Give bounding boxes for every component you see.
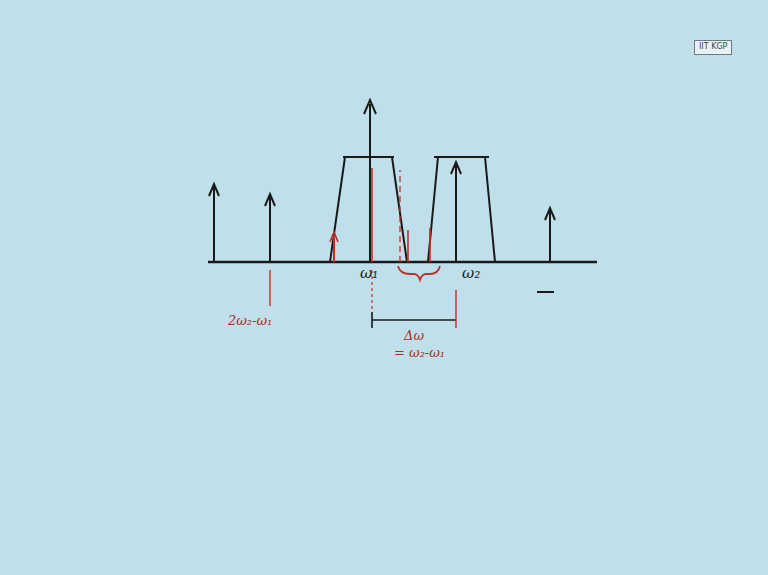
gap-brace [398, 266, 440, 280]
signal-band [428, 157, 495, 262]
spacing-formula: = ω₂-ω₁ [394, 346, 445, 359]
frequency-label: ω₁ [360, 266, 378, 281]
spur-arrow [269, 196, 271, 262]
frequency-axis [208, 261, 597, 264]
leader-line [269, 270, 270, 306]
frequency-label: ω₂ [462, 266, 480, 281]
spacing-label: Δω [404, 329, 424, 342]
spur-arrow [213, 186, 215, 262]
signal-band [330, 157, 407, 262]
spur-arrow [549, 210, 551, 262]
logo-stamp: IIT KGP [694, 40, 732, 55]
axis-arrow [369, 104, 371, 262]
intermod-label: 2ω₂-ω₁ [228, 314, 272, 327]
dimension-line [372, 319, 456, 321]
